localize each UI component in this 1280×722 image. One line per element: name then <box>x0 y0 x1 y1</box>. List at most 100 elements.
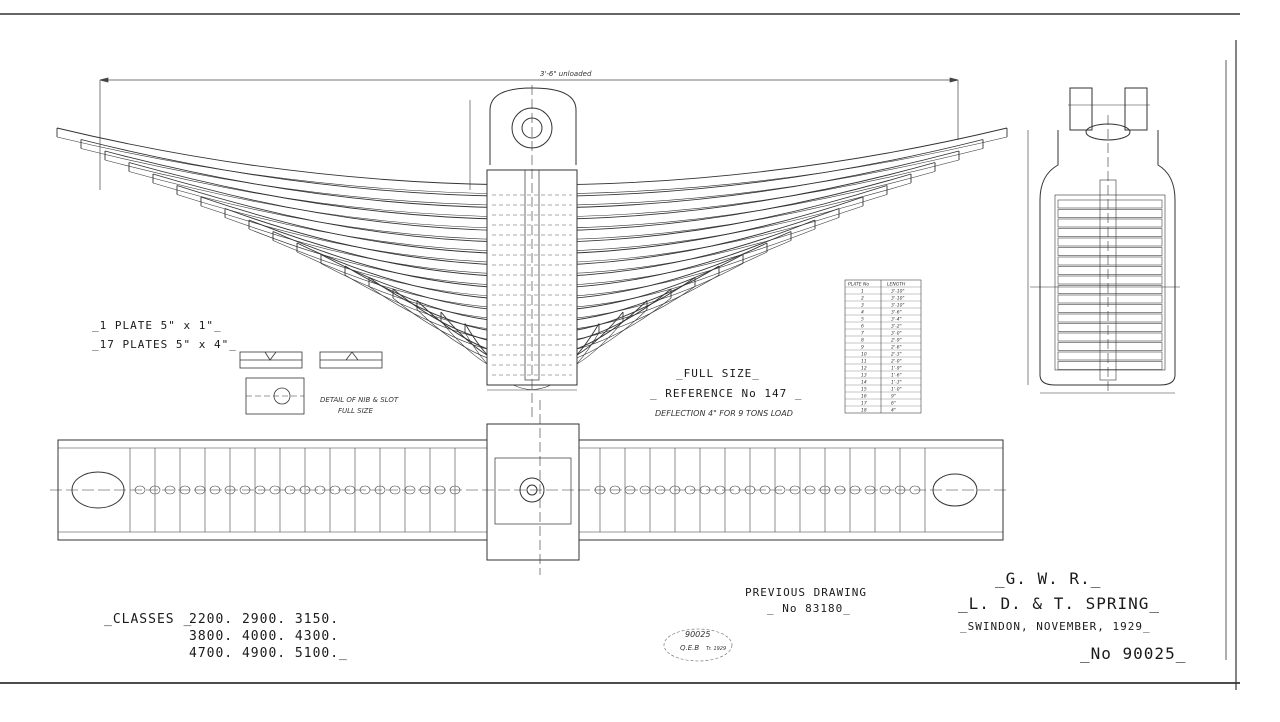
spring-plan-view <box>50 400 1010 575</box>
nib-mark <box>419 485 431 495</box>
nib-mark <box>669 485 681 495</box>
nib-mark <box>194 485 206 495</box>
table-cell-plate: 13 <box>861 373 867 379</box>
side-leaf <box>1057 361 1163 370</box>
side-leaf <box>1057 266 1163 275</box>
nib-mark <box>639 485 651 495</box>
side-leaf <box>1057 237 1163 247</box>
nib-mark <box>849 485 861 495</box>
nib-mark <box>239 485 251 495</box>
nib-mark <box>254 485 266 495</box>
nib-mark <box>909 485 921 495</box>
nib-mark <box>894 485 906 495</box>
nib-mark <box>789 485 801 495</box>
table-cell-length: 6" <box>891 401 896 407</box>
buckle-inner-lines <box>492 194 572 376</box>
table-cell-length: 3'-2" <box>891 324 902 330</box>
nib-mark <box>404 485 416 495</box>
nib-mark <box>699 485 711 495</box>
nib-mark <box>729 485 741 495</box>
table-cell-plate: 18 <box>861 408 867 414</box>
table-cell-length: 3'-10" <box>891 303 905 309</box>
nib-mark <box>759 485 771 495</box>
detail-title: DETAIL OF NIB & SLOT <box>320 396 399 404</box>
side-leaf <box>1057 275 1163 285</box>
table-cell-length: 2'-3" <box>891 352 902 358</box>
stamp-line3: Tr. 1929 <box>706 646 726 652</box>
nib-mark <box>374 485 386 495</box>
nib-mark <box>684 485 696 495</box>
table-cell-length: 4" <box>891 408 896 414</box>
nib-mark <box>774 485 786 495</box>
nib-mark <box>434 485 446 495</box>
stamp-line1: 90025 <box>685 630 710 639</box>
table-cell-length: 1'-0" <box>891 387 902 393</box>
nib-mark <box>284 485 296 495</box>
table-cell-plate: 1 <box>861 289 864 295</box>
leaf-18-edge <box>464 332 600 390</box>
plates-line2: _17 PLATES 5" x 4"_ <box>92 338 237 351</box>
table-cell-plate: 14 <box>861 380 867 386</box>
table-cell-plate: 11 <box>861 359 867 365</box>
table-cell-plate: 7 <box>861 331 864 337</box>
nib-mark <box>329 485 341 495</box>
side-leaf <box>1057 332 1163 342</box>
nib-mark <box>654 485 666 495</box>
table-cell-length: 3'-4" <box>891 317 902 323</box>
table-cell-plate: 6 <box>861 324 864 330</box>
table-cell-length: 1'-6" <box>891 373 902 379</box>
nib-mark <box>179 485 191 495</box>
nib-mark <box>359 485 371 495</box>
nib-mark <box>299 485 311 495</box>
table-cell-plate: 4 <box>861 310 864 316</box>
spring-side-view <box>1027 87 1180 395</box>
full-size-label: _FULL SIZE_ <box>676 367 760 380</box>
classes-label: _CLASSES _ <box>104 612 193 627</box>
previous-drawing-number: _ No 83180_ <box>767 602 851 615</box>
table-cell-plate: 15 <box>861 387 867 393</box>
nib-mark <box>164 485 176 495</box>
side-leaf <box>1057 218 1163 228</box>
nib-mark <box>864 485 876 495</box>
table-cell-plate: 9 <box>861 345 864 351</box>
table-cell-length: 2'-9" <box>891 338 902 344</box>
nib-mark <box>149 485 161 495</box>
detail-scale: FULL SIZE <box>338 407 373 415</box>
side-leaf <box>1057 199 1163 209</box>
plan-view-plate-ends <box>129 448 926 532</box>
table-cell-plate: 5 <box>861 317 864 323</box>
nib-mark <box>744 485 756 495</box>
place-date: _SWINDON, NOVEMBER, 1929_ <box>960 620 1151 633</box>
nib-mark <box>134 485 146 495</box>
nib-mark <box>314 485 326 495</box>
previous-drawing-label: PREVIOUS DRAWING <box>745 586 867 599</box>
side-leaf <box>1057 294 1163 304</box>
table-cell-plate: 10 <box>861 352 867 358</box>
nib-mark <box>714 485 726 495</box>
nib-mark <box>624 485 636 495</box>
table-cell-length: 3'-6" <box>891 310 902 316</box>
table-cell-plate: 12 <box>861 366 867 372</box>
side-leaf <box>1057 285 1163 294</box>
nib-mark <box>389 485 401 495</box>
table-outline <box>844 279 922 414</box>
side-leaf <box>1057 247 1163 256</box>
table-cell-plate: 17 <box>861 401 867 407</box>
nib-mark <box>449 485 461 495</box>
table-cell-length: 2'-0" <box>891 359 902 365</box>
side-leaf <box>1057 228 1163 237</box>
overall-length-label: 3'-6" unloaded <box>540 70 592 78</box>
table-cell-length: 1'-9" <box>891 366 902 372</box>
overall-length-dimension <box>99 77 959 190</box>
classes-line1: 2200. 2900. 3150. <box>189 612 340 627</box>
table-cell-length: 3'-0" <box>891 331 902 337</box>
plate-table-grid <box>844 279 922 414</box>
table-cell-length: 3'-10" <box>891 289 905 295</box>
nib-mark <box>879 485 891 495</box>
railway-name: _G. W. R._ <box>995 569 1102 588</box>
side-leaf <box>1057 304 1163 313</box>
table-header: PLATE No <box>848 282 869 288</box>
spring-buckle-elevation <box>469 85 578 420</box>
